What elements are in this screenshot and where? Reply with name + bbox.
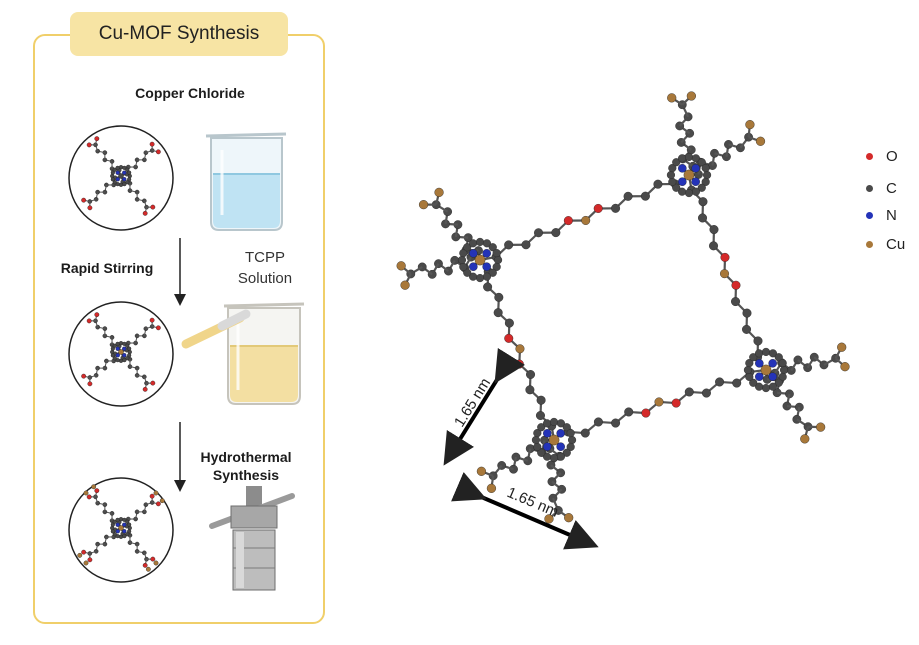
tcpp-molecule-circle-1 xyxy=(68,125,174,231)
dimension-label-2: 1.65 nm xyxy=(504,484,561,521)
panel-title: Cu-MOF Synthesis xyxy=(70,12,288,56)
copper-dot-icon xyxy=(866,241,873,248)
step2-label-line1: Hydrothermal xyxy=(200,449,292,465)
legend-item-copper: Cu xyxy=(866,236,905,253)
carbon-dot-icon xyxy=(866,185,873,192)
legend-item-oxygen: O xyxy=(866,148,898,165)
dimension-arrow-1 xyxy=(443,347,526,466)
legend-label: C xyxy=(886,180,897,197)
legend-label: N xyxy=(886,207,897,224)
legend-item-nitrogen: N xyxy=(866,207,897,224)
step1-label: Rapid Stirring xyxy=(60,260,154,276)
water-beaker-icon xyxy=(205,132,287,231)
tcpp-solution-beaker-icon xyxy=(223,302,305,405)
dimension-arrow-2 xyxy=(450,471,599,550)
legend-label: Cu xyxy=(886,236,906,253)
tcpp-label: TCPP xyxy=(244,249,285,266)
solution-label: Solution xyxy=(237,270,293,287)
precursor-label: Copper Chloride xyxy=(135,85,245,101)
test-tube-icon xyxy=(181,309,251,349)
tcpp-molecule-circle-2 xyxy=(68,301,174,407)
cu-tcpp-mof-structure xyxy=(396,91,850,524)
oxygen-dot-icon xyxy=(866,153,873,160)
step2-label-line2: Synthesis xyxy=(212,467,280,483)
autoclave-icon xyxy=(209,486,295,591)
nitrogen-dot-icon xyxy=(866,212,873,219)
legend-item-carbon: C xyxy=(866,180,897,197)
legend-label: O xyxy=(886,148,898,165)
cu-mof-molecule-circle-3 xyxy=(68,477,174,583)
